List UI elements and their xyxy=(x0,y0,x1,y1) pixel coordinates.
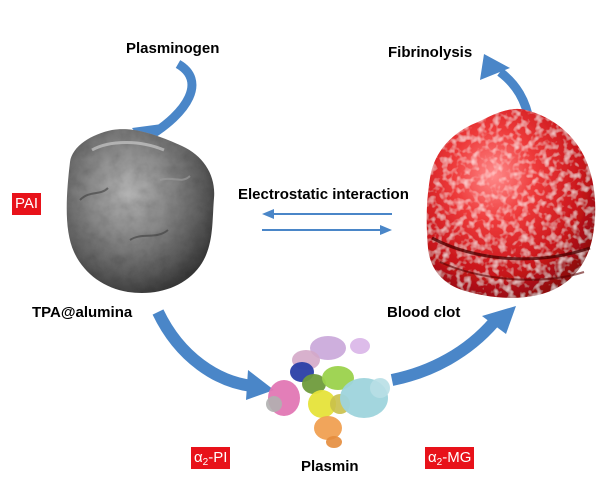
badge-alpha2-mg-suffix: -MG xyxy=(442,449,472,466)
label-blood-clot: Blood clot xyxy=(387,304,461,321)
tpa-alumina-particle xyxy=(66,129,215,293)
badge-alpha2-pi: α2-PI xyxy=(191,447,231,469)
label-plasmin: Plasmin xyxy=(301,458,359,475)
badge-alpha2-pi-sub: 2 xyxy=(202,457,209,468)
badge-alpha2-mg: α2-MG xyxy=(425,447,475,469)
arrow-tpa-to-plasmin xyxy=(152,309,274,400)
label-tpa-alumina: TPA@alumina xyxy=(32,304,133,321)
label-plasminogen: Plasminogen xyxy=(126,40,220,57)
arrow-plasmin-to-clot xyxy=(390,306,516,386)
badge-pai: PAI xyxy=(12,193,42,215)
badge-alpha2-pi-prefix: α xyxy=(194,449,203,466)
electrostatic-double-arrow xyxy=(262,209,392,235)
badge-alpha2-mg-prefix: α xyxy=(428,449,437,466)
badge-alpha2-pi-suffix: -PI xyxy=(208,449,228,466)
badge-alpha2-mg-sub: 2 xyxy=(436,457,443,468)
label-fibrinolysis: Fibrinolysis xyxy=(388,44,473,61)
label-electrostatic-interaction: Electrostatic interaction xyxy=(238,186,409,203)
plasmin-protein xyxy=(266,336,390,448)
blood-clot-particle xyxy=(426,108,596,298)
